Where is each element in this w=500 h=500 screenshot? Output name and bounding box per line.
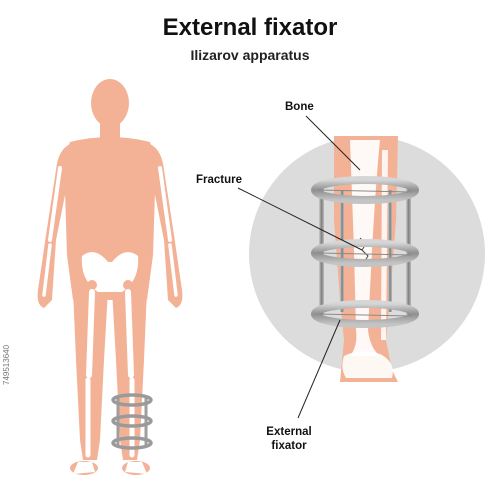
fixator-leader — [297, 319, 341, 419]
external-fixator-label: External fixator — [254, 425, 324, 453]
skeleton — [42, 166, 178, 474]
ring-top — [311, 176, 419, 204]
fracture-leader — [237, 187, 363, 251]
page-title: External fixator — [162, 14, 338, 41]
page-subtitle: Ilizarov apparatus — [190, 47, 310, 63]
bone-leader — [305, 115, 361, 171]
ring-middle — [311, 239, 419, 267]
stock-id: 749513640 — [2, 344, 11, 385]
external-fixator-label-line2: fixator — [271, 440, 307, 452]
fracture-label: Fracture — [196, 174, 243, 186]
bone-label: Bone — [285, 101, 314, 113]
figure-fixator — [111, 393, 153, 450]
zoom-fixator — [311, 176, 419, 328]
external-fixator-label-line1: External — [266, 426, 312, 438]
ring-bottom — [311, 300, 419, 328]
